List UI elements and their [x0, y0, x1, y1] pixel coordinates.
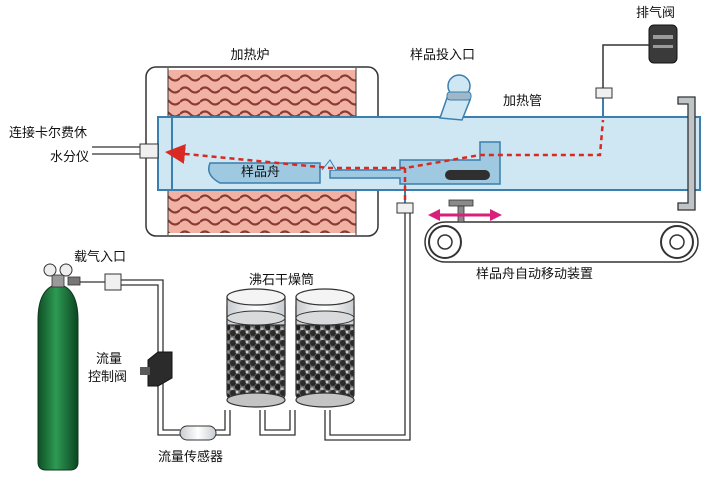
tube-end-cap: [677, 96, 696, 211]
flow-sensor-label: 流量传感器: [158, 450, 224, 465]
zeolite-dryer-1: [226, 288, 286, 408]
sample-inlet-label: 样品投入口: [410, 48, 476, 63]
kf-label-line1: 连接卡尔费休: [9, 126, 88, 141]
sample-boat-label: 样品舟: [241, 165, 281, 180]
move-direction-arrow: [428, 209, 502, 221]
sample-inlet: [438, 74, 472, 121]
flow-control-valve: [140, 351, 173, 387]
sample-boat-assembly: [208, 141, 501, 214]
zeolite-dryer-2: [295, 288, 355, 408]
gas-cylinder: [37, 263, 81, 471]
zeolite-dryer-label: 沸石干燥筒: [249, 273, 315, 288]
heating-tube-label: 加热管: [503, 94, 543, 109]
carrier-inlet-label: 载气入口: [74, 250, 127, 265]
flow-control-label-line1: 流量: [96, 352, 123, 367]
flow-control-label-line2: 控制阀: [88, 370, 128, 385]
exhaust-valve: [595, 24, 678, 117]
furnace-label: 加热炉: [230, 48, 270, 63]
gas-flow-arrow: [165, 119, 605, 200]
auto-mover-conveyor: [424, 199, 699, 263]
kf-connector: [92, 143, 159, 159]
kf-label-line2: 水分仪: [50, 150, 90, 165]
exhaust-valve-label: 排气阀: [636, 6, 676, 21]
auto-mover-label: 样品舟自动移动装置: [476, 267, 594, 282]
flow-sensor: [179, 425, 217, 441]
carrier-gas-inlet: [78, 273, 122, 291]
